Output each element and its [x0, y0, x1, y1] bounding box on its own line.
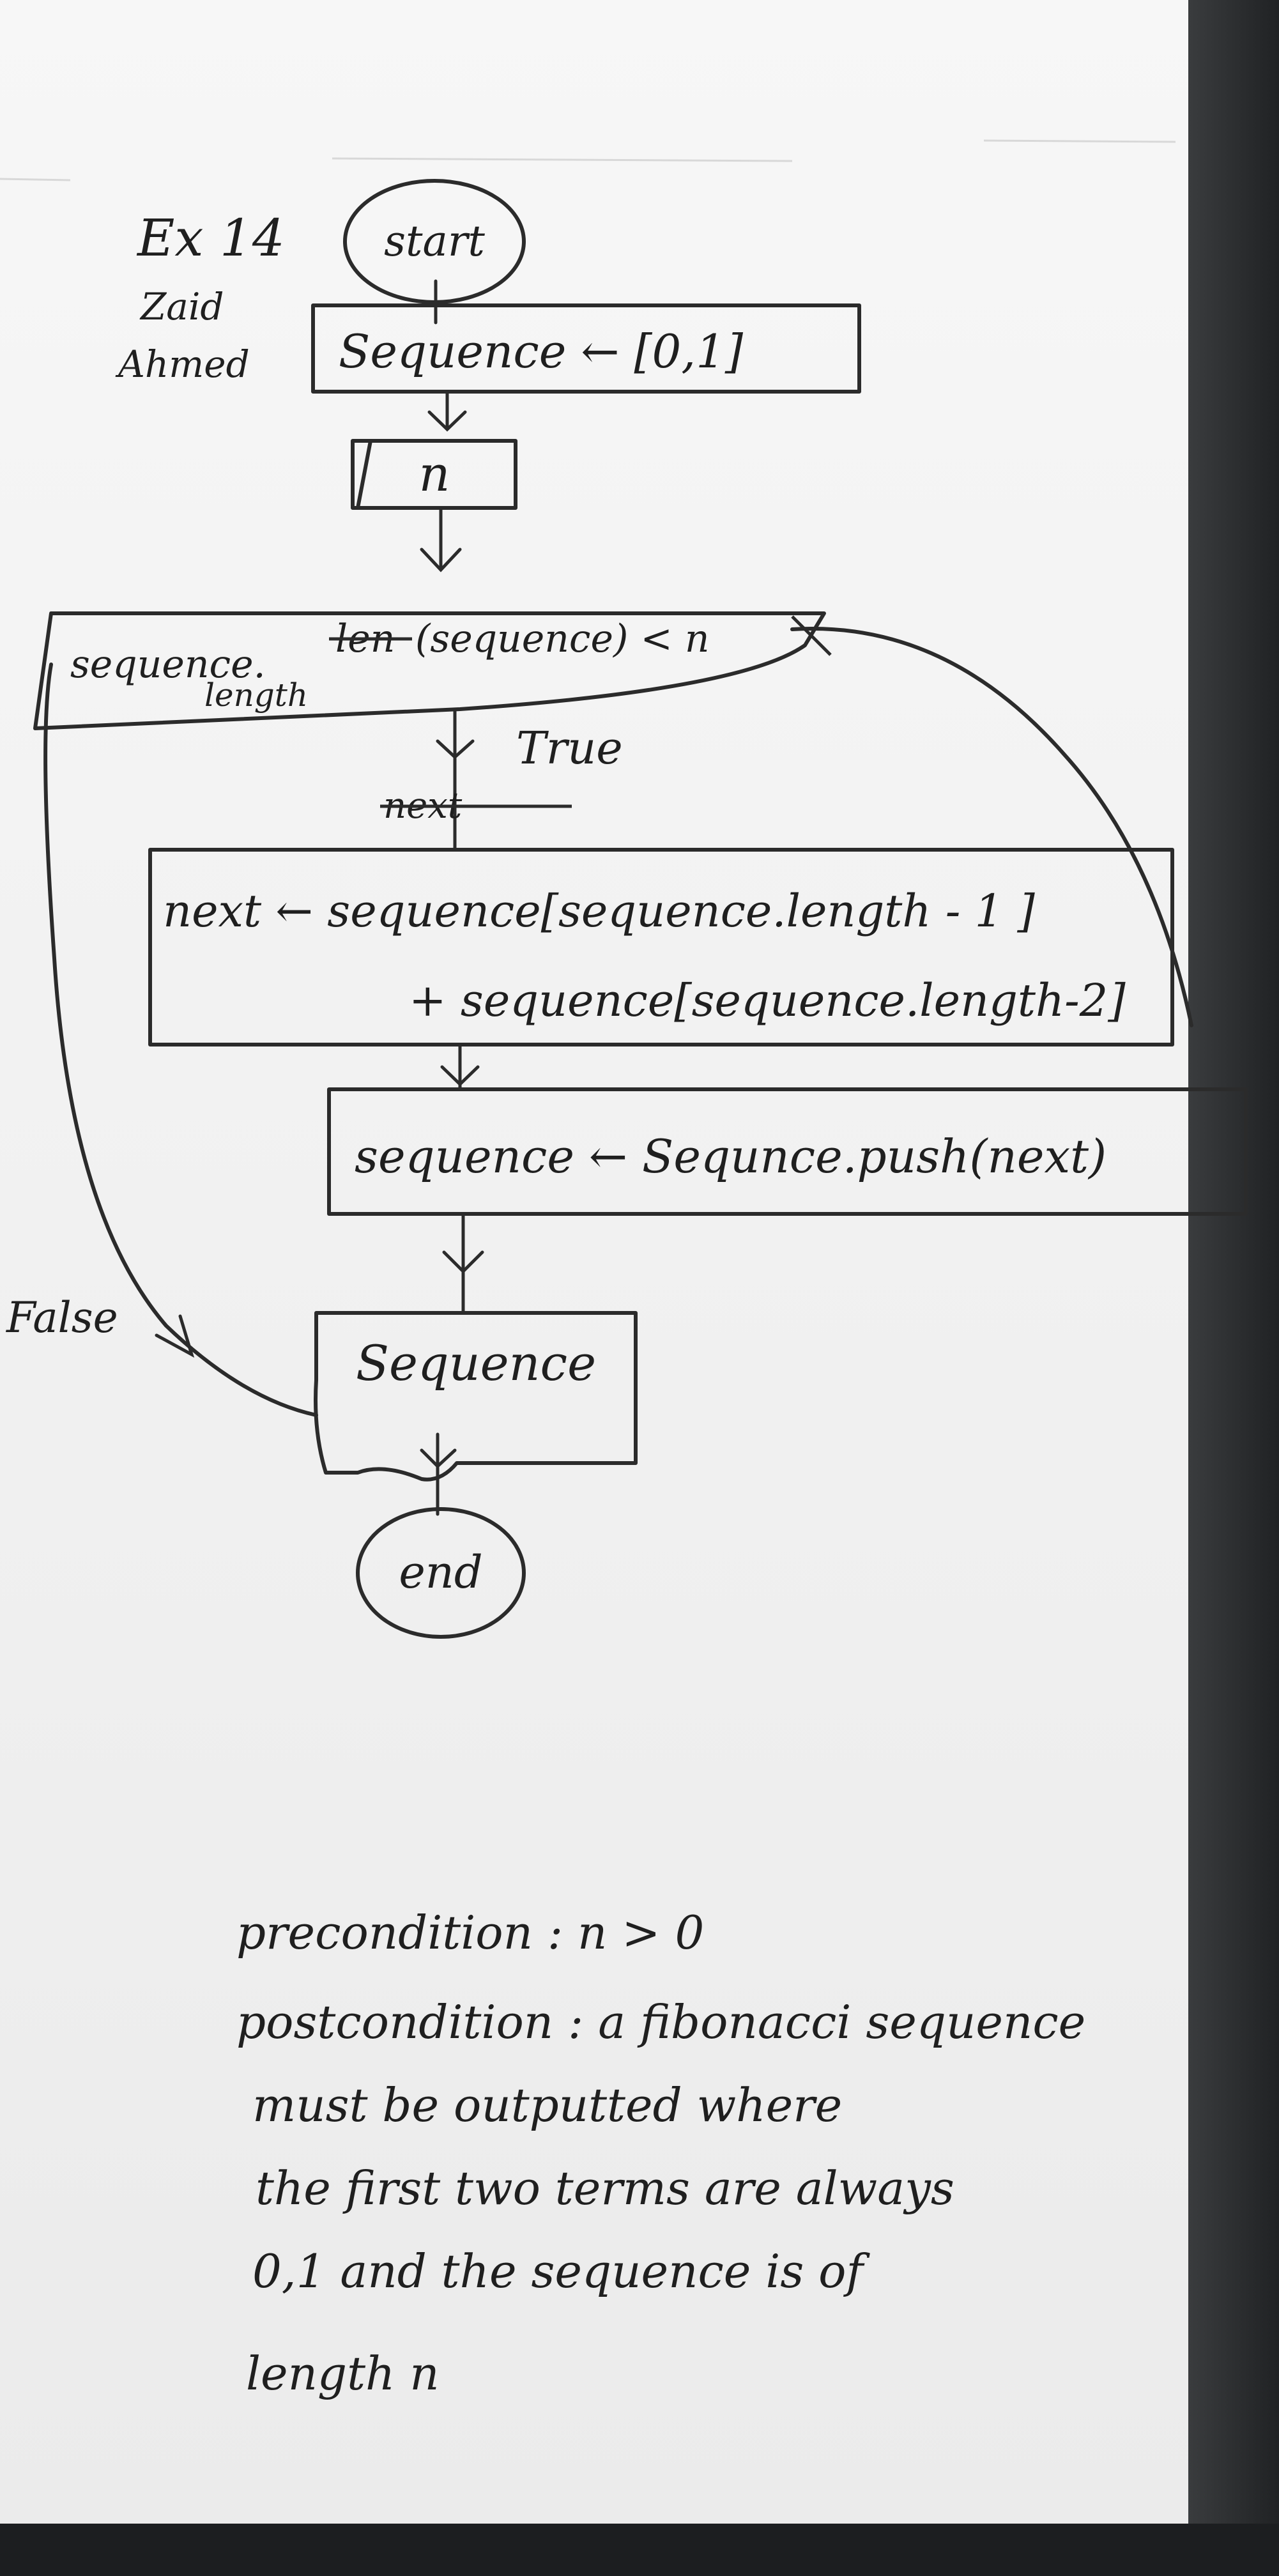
output-label: Sequence	[356, 1335, 596, 1392]
input-box-slant	[356, 439, 372, 510]
condition-length: length	[204, 677, 308, 714]
strike-mark	[791, 615, 832, 656]
author-first-name: Zaid	[139, 285, 224, 328]
input-box	[351, 439, 517, 510]
loop-back-line	[790, 627, 1193, 1027]
decision-shape	[33, 611, 826, 730]
start-label: start	[384, 217, 485, 266]
end-terminal	[356, 1507, 526, 1639]
arrow	[442, 1212, 484, 1315]
false-arrow-head	[155, 1314, 195, 1358]
input-label: n	[419, 445, 450, 502]
true-arrow	[436, 707, 475, 852]
desk-background-bottom	[0, 2524, 1279, 2576]
postcondition-line-2: must be outputted where	[252, 2078, 842, 2132]
ruled-line	[983, 139, 1176, 143]
output-document	[314, 1311, 638, 1482]
ruled-line	[332, 157, 793, 162]
author-last-name: Ahmed	[115, 342, 250, 386]
compute-line-1: next ← sequence[sequence.length - 1 ]	[163, 885, 1035, 937]
false-branch-line	[43, 663, 318, 1417]
arrow	[440, 1043, 480, 1091]
paper-sheet	[0, 0, 1188, 2524]
init-label: Sequence ← [0,1]	[339, 325, 744, 378]
push-process-box	[327, 1087, 1248, 1216]
condition-sequence: sequence.	[70, 642, 266, 687]
true-label: True	[516, 722, 623, 774]
ruled-line	[0, 178, 71, 181]
arrow	[420, 506, 462, 572]
postcondition-line-5: length n	[246, 2347, 440, 2400]
arrow	[420, 1432, 457, 1516]
condition-compare: (sequence) < n	[415, 617, 710, 661]
false-label: False	[6, 1293, 118, 1342]
precondition-text: precondition : n > 0	[236, 1906, 704, 1959]
postcondition-line-4: 0,1 and the sequence is of	[252, 2244, 870, 2298]
init-process-box	[311, 303, 861, 394]
postcondition-line-1: postcondition : a fibonacci sequence	[236, 1995, 1085, 2049]
compute-line-2: + sequence[sequence.length-2]	[409, 974, 1126, 1027]
push-label: sequence ← Sequnce.push(next)	[355, 1130, 1107, 1183]
postcondition-line-3: the first two terms are always	[256, 2161, 954, 2215]
end-label: end	[399, 1546, 482, 1598]
exercise-label: Ex 14	[136, 208, 285, 268]
arrow	[427, 390, 467, 432]
desk-background-right	[1188, 0, 1279, 2524]
